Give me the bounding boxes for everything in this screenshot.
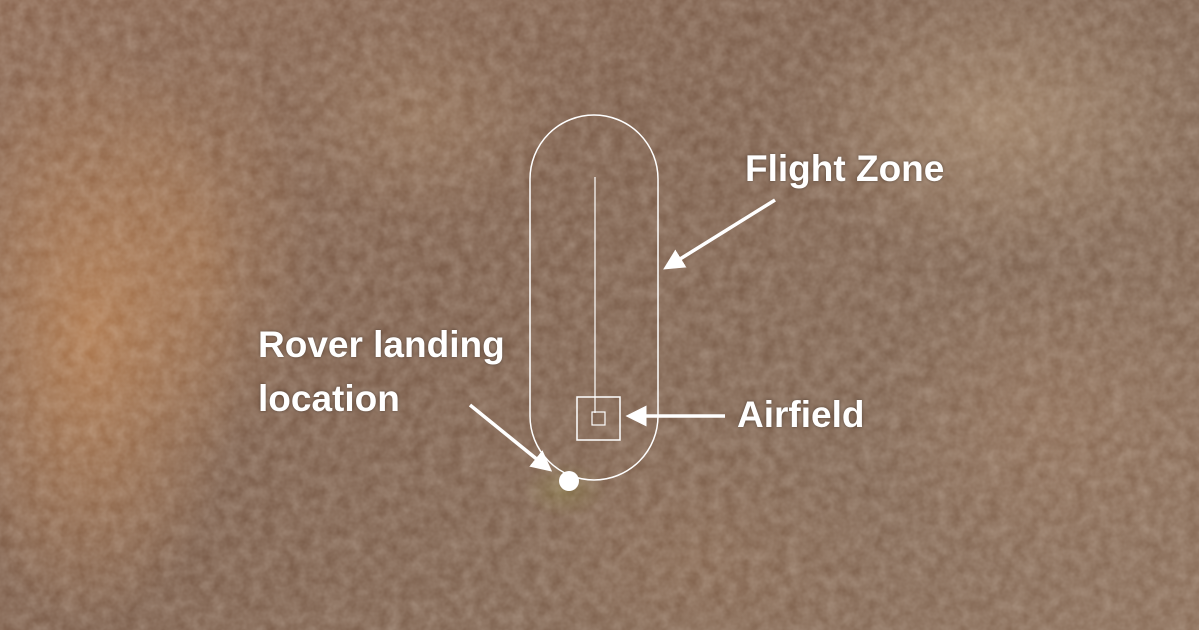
- rover-landing-arrow: [468, 403, 553, 472]
- airfield-inner-square: [591, 411, 606, 426]
- rover-landing-label-line2: location: [258, 378, 400, 419]
- rover-landing-label-line1: Rover landing: [258, 324, 505, 365]
- airfield-label: Airfield: [737, 394, 865, 435]
- flight-zone-outline: [529, 114, 659, 481]
- flight-zone-label: Flight Zone: [745, 148, 945, 189]
- airfield-square: [576, 396, 621, 441]
- flight-zone-arrow: [663, 198, 776, 270]
- rover-landing-dot: [559, 471, 579, 491]
